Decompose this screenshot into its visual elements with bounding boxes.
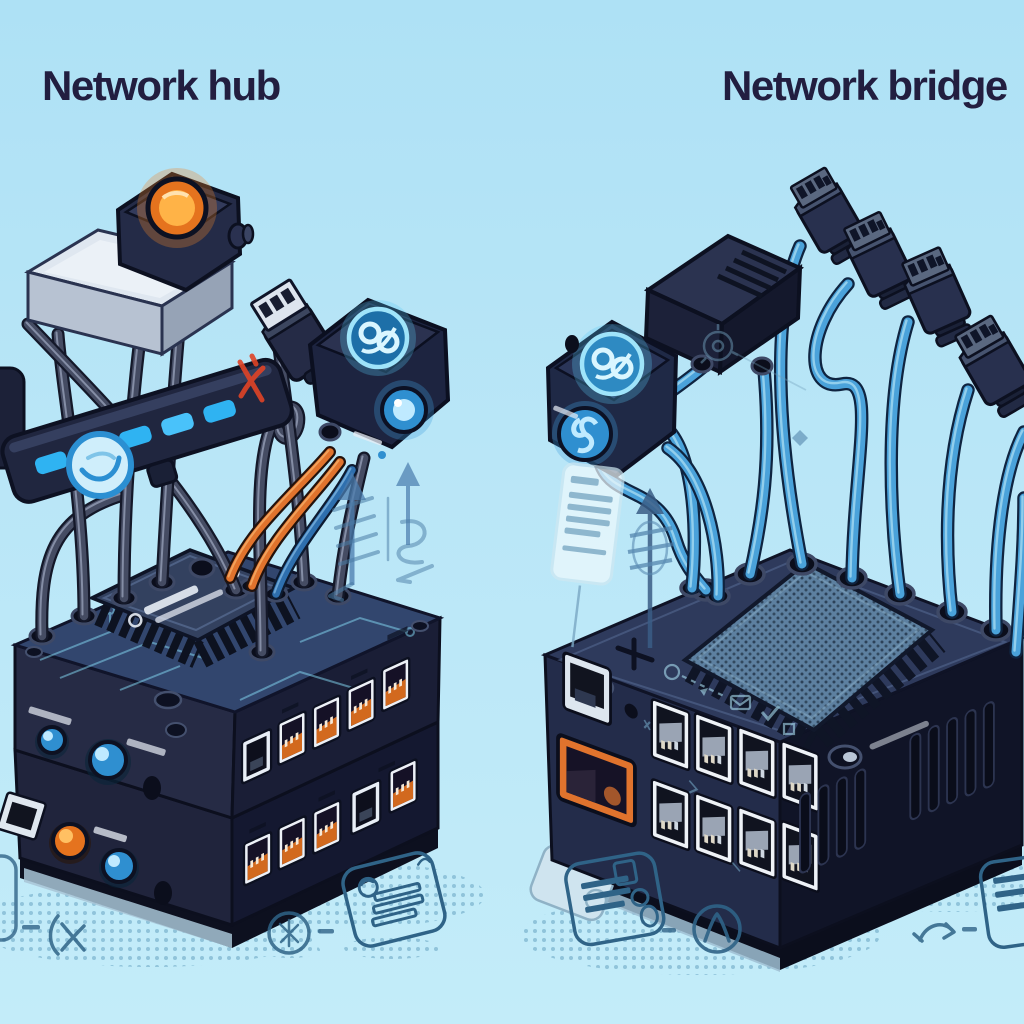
hub-base-edge (24, 868, 232, 948)
hub-cable-orange (246, 456, 346, 592)
bridge-cable-loop (808, 277, 869, 585)
hub-port-row-upper (240, 626, 411, 786)
hub-screw (154, 881, 172, 905)
blue-emblem-icon (572, 324, 652, 404)
bridge-orange-port (556, 733, 637, 828)
hub-led-orange (49, 822, 91, 864)
hub-sfp-port (0, 791, 47, 841)
curl-arrow-icon (912, 922, 956, 943)
network-hub-device (0, 168, 451, 948)
square-icon (782, 722, 796, 736)
dash-connector (22, 925, 40, 930)
hub-cable-orange (224, 446, 336, 584)
cube-nub (565, 335, 579, 353)
bridge-cable (884, 315, 915, 601)
circled-x-badge-icon (267, 911, 311, 955)
red-x-mark-icon (237, 353, 266, 403)
hub-screw (153, 690, 183, 710)
blue-emblem-icon (340, 300, 416, 376)
bridge-port-grid (556, 651, 777, 880)
dash-connector (318, 929, 334, 934)
circle-icon (663, 663, 681, 681)
fan-lens-icon (552, 401, 618, 467)
blue-swirl-badge-icon (66, 431, 134, 499)
bridge-button (624, 703, 638, 719)
bridge-cable (1009, 491, 1024, 659)
hub-base-rim (20, 828, 438, 948)
edge-bracket-icon (0, 854, 18, 942)
ledger-badge-icon (341, 851, 447, 948)
s-curve-arrow-icon (386, 496, 434, 584)
hub-led-blue-0 (35, 725, 69, 759)
adapter-vents (716, 249, 788, 299)
hub-led-blue-1 (85, 739, 131, 785)
gear-sketch-icon (700, 324, 807, 391)
bridge-label-dashes (869, 720, 929, 750)
bridge-adapter-box (643, 233, 805, 376)
hub-cable (35, 487, 133, 643)
hub-led-blue-2 (99, 848, 139, 888)
bridge-cable (743, 363, 774, 581)
hub-port-row-lower (242, 757, 419, 888)
blue-lens-icon (374, 380, 434, 440)
envelope-icon (729, 694, 752, 711)
stacked-lines-icon (328, 496, 380, 602)
bridge-cable (940, 383, 975, 619)
bridge-small-port (562, 651, 612, 726)
hub-screw (25, 646, 43, 658)
document-icon (550, 462, 625, 648)
cube-label-dashes (553, 405, 579, 419)
hub-jack (143, 776, 161, 800)
diamond-mark-icon (792, 430, 808, 446)
hub-screw (165, 722, 187, 738)
bridge-vents (799, 701, 995, 874)
port-arrow-marks (643, 719, 741, 872)
network-bridge-device (529, 164, 1024, 972)
bridge-cable-grommets (679, 552, 1012, 642)
hub-label-dashes (28, 706, 72, 726)
bridge-antenna-screw (615, 637, 655, 671)
hub-screw (411, 620, 429, 632)
bridge-heatsink (681, 560, 946, 750)
hub-orange-cube-connector (115, 168, 255, 293)
cube-label-dashes (353, 431, 382, 446)
up-arrow-icon (338, 472, 366, 585)
up-arrow-icon (396, 462, 420, 545)
dash-connector (962, 927, 977, 932)
circled-lambda-icon (692, 904, 742, 954)
hub-label-dashes (93, 826, 128, 843)
hub-blue-cube-connector (307, 297, 451, 459)
bottom-annotation-row (0, 851, 1024, 956)
bridge-cable (661, 441, 725, 603)
paren-x-sketch-icon (48, 914, 86, 956)
topface-glyph-chain (663, 663, 796, 736)
hatched-up-arrow-icon (627, 488, 675, 648)
bridge-screw-head (843, 752, 857, 762)
bridge-blue-cube-connector (545, 319, 679, 479)
stack-badge-icon (564, 851, 666, 947)
bridge-title: Network bridge (722, 62, 1008, 109)
hub-title: Network hub (42, 62, 281, 109)
hub-label-dashes (126, 738, 166, 756)
bridge-cable (989, 425, 1024, 637)
hub-lower-tier (0, 719, 440, 928)
hub-cable-navy (270, 464, 358, 600)
dash-connector (662, 928, 676, 933)
check-icon (760, 705, 781, 722)
